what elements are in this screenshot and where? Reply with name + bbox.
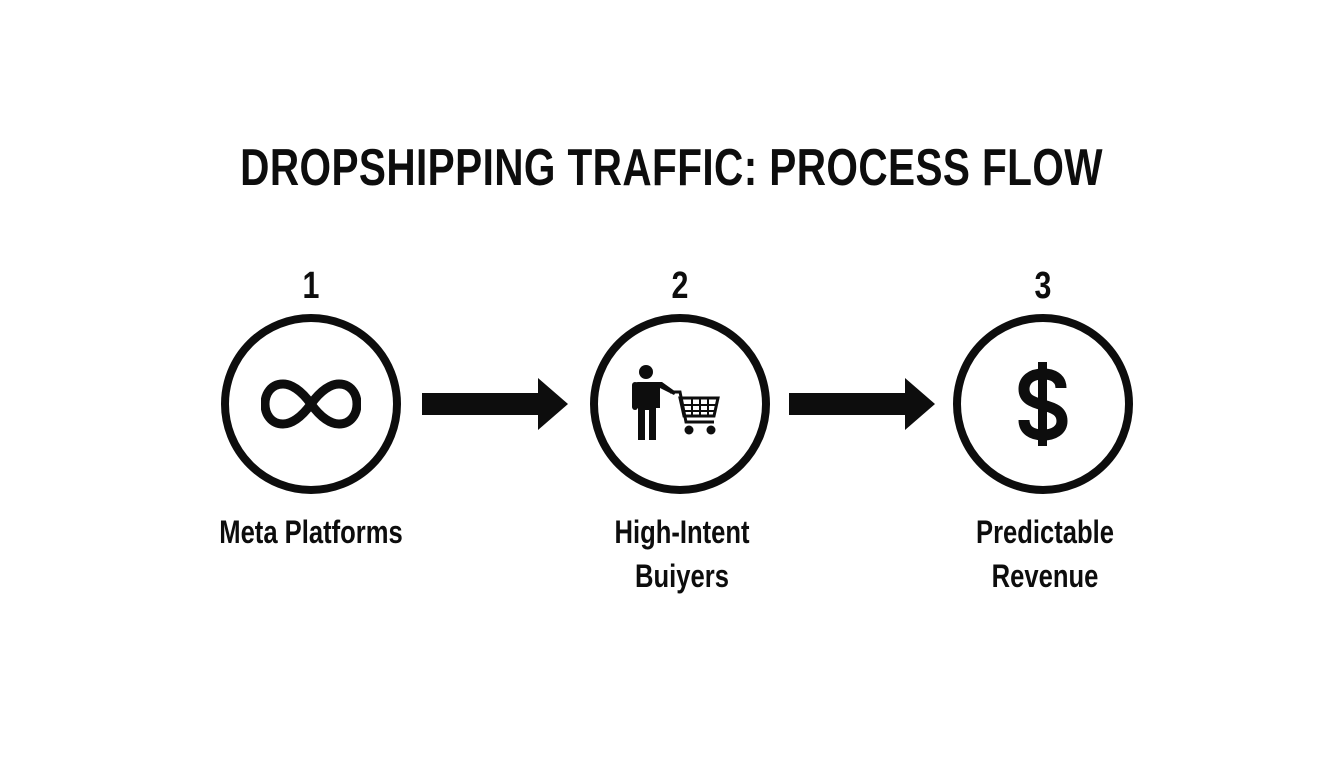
page-title: DROPSHIPPING TRAFFIC: PROCESS FLOW <box>240 139 1103 197</box>
step-2-label-line-1: High-Intent <box>614 514 750 550</box>
step-2-label: High-Intent Buiyers <box>578 510 786 598</box>
step-1-label: Meta Platforms <box>207 510 415 554</box>
step-2-label-line-2: Buiyers <box>635 558 729 594</box>
step-3-label: Predictable Revenue <box>941 510 1149 598</box>
shopper-cart-icon <box>632 365 720 440</box>
step-1-number: 1 <box>302 265 320 307</box>
step-1-circle <box>221 314 401 494</box>
step-1-label-line-1: Meta Platforms <box>219 514 403 550</box>
arrow-right-icon <box>789 378 935 430</box>
dollar-icon <box>1018 362 1068 446</box>
step-3-label-line-1: Predictable <box>975 514 1114 550</box>
step-3-circle <box>953 314 1133 494</box>
arrow-right-icon <box>422 378 568 430</box>
step-3-label-line-2: Revenue <box>991 558 1099 594</box>
infinity-icon <box>261 379 361 429</box>
step-2-number: 2 <box>671 265 689 307</box>
step-3-number: 3 <box>1034 265 1052 307</box>
step-2-circle <box>590 314 770 494</box>
